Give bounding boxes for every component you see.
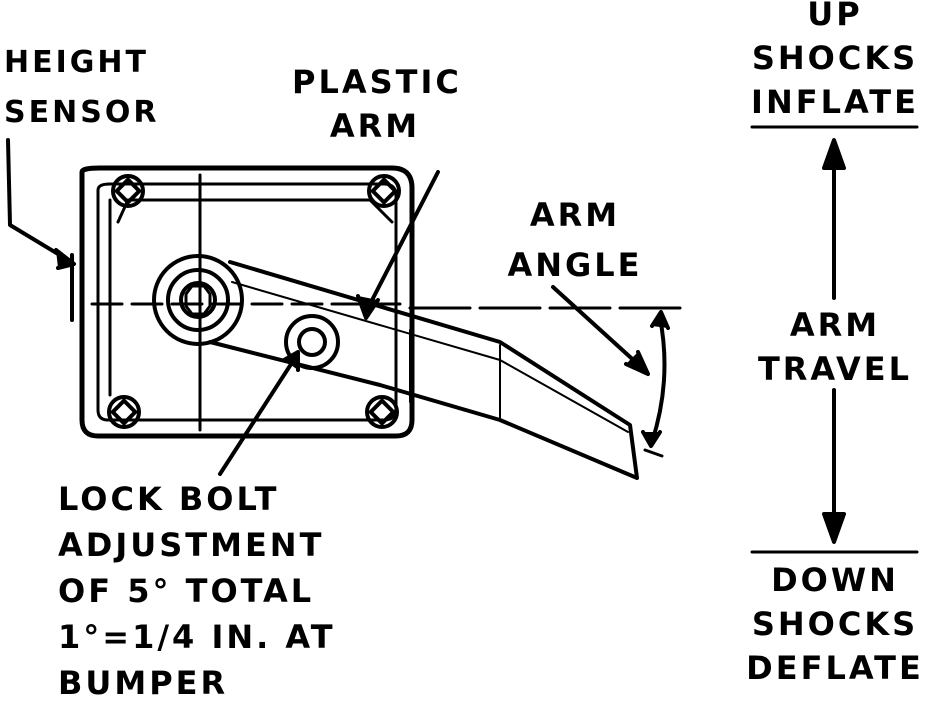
plastic-arm-label: PLASTIC ARM — [292, 60, 462, 148]
plastic-arm-line-1: PLASTIC — [292, 63, 462, 101]
down-shocks-deflate-label: DOWN SHOCKS DEFLATE — [740, 558, 930, 690]
leader-height-sensor — [6, 138, 76, 270]
arm-travel-indicator — [750, 125, 919, 554]
up-shocks-line: SHOCKS — [751, 39, 919, 77]
up-shocks-inflate-label: UP SHOCKS INFLATE — [742, 0, 928, 124]
lock-bolt-line-3: OF 5° TOTAL — [58, 572, 315, 610]
arm-angle-arc — [641, 310, 670, 448]
corner-screw-top-right — [367, 174, 401, 208]
leader-lock-bolt — [218, 350, 300, 476]
lock-bolt-line-5: BUMPER — [58, 664, 229, 702]
down-line: DOWN — [771, 561, 899, 599]
plastic-arm — [208, 260, 639, 480]
lock-bolt-line-4: 1°=1/4 IN. AT — [58, 618, 336, 656]
arm-angle-line-1: ARM — [529, 196, 621, 234]
down-deflate-line: DEFLATE — [746, 649, 924, 687]
corner-screw-bottom-left — [107, 395, 141, 429]
height-sensor-line-2: SENSOR — [4, 95, 160, 130]
arm-angle-reference-lines — [90, 302, 682, 458]
corner-screw-top-left — [111, 174, 145, 208]
leader-plastic-arm — [356, 170, 440, 320]
height-sensor-label: HEIGHT SENSOR — [4, 38, 159, 138]
lock-bolt-line-2: ADJUSTMENT — [58, 526, 325, 564]
lock-bolt-line-1: LOCK BOLT — [58, 480, 280, 518]
up-inflate-line: INFLATE — [751, 83, 919, 121]
up-line: UP — [807, 0, 863, 33]
arm-angle-label: ARM ANGLE — [500, 190, 650, 290]
plastic-arm-line-2: ARM — [329, 107, 421, 145]
pivot-hub — [152, 254, 244, 346]
corner-screw-bottom-right — [365, 395, 399, 429]
height-sensor-line-1: HEIGHT — [4, 45, 149, 80]
lock-bolt-label: LOCK BOLT ADJUSTMENT OF 5° TOTAL 1°=1/4 … — [58, 476, 336, 706]
down-shocks-line: SHOCKS — [751, 605, 919, 643]
arm-travel-line-2: TRAVEL — [757, 350, 913, 388]
arm-travel-line-1: ARM — [789, 306, 881, 344]
arm-angle-line-2: ANGLE — [507, 246, 643, 284]
leader-arm-angle — [551, 285, 650, 376]
arm-travel-label: ARM TRAVEL — [740, 303, 930, 391]
lock-bolt — [284, 314, 340, 370]
